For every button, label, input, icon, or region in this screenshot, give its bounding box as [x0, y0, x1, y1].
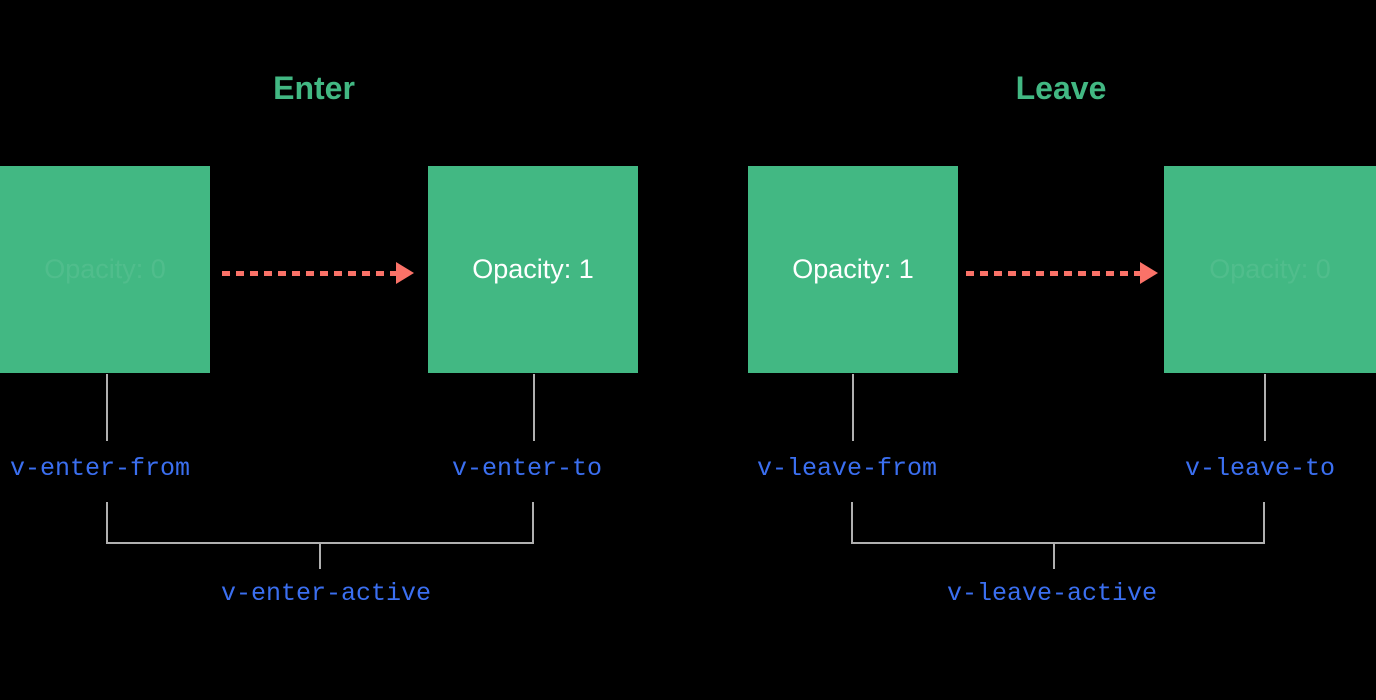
transition-arrow-leave: [966, 262, 1158, 284]
connector-stem-enter-from: [106, 374, 108, 441]
connector-stem-enter-to: [533, 374, 535, 441]
state-box-enter-from: Opacity: 0: [0, 166, 210, 373]
section-title-leave: Leave: [1015, 70, 1107, 106]
class-label-v-leave-to: v-leave-to: [1185, 454, 1336, 483]
arrow-dashed-line-icon: [222, 270, 397, 276]
class-label-v-enter-from: v-enter-from: [10, 454, 191, 483]
class-label-v-enter-active: v-enter-active: [220, 579, 432, 608]
state-box-leave-from-label: Opacity: 1: [792, 254, 914, 284]
connector-stem-leave-active: [1053, 543, 1055, 569]
state-box-leave-from: Opacity: 1: [748, 166, 958, 373]
active-bracket-leave: [851, 502, 1265, 544]
arrow-dashed-line-icon: [966, 270, 1141, 276]
state-box-leave-to-label: Opacity: 0: [1209, 254, 1331, 284]
state-box-enter-to: Opacity: 1: [428, 166, 638, 373]
connector-stem-leave-from: [852, 374, 854, 441]
class-label-v-enter-to: v-enter-to: [452, 454, 603, 483]
connector-stem-enter-active: [319, 543, 321, 569]
state-box-enter-from-label: Opacity: 0: [44, 254, 166, 284]
active-bracket-enter: [106, 502, 534, 544]
connector-stem-leave-to: [1264, 374, 1266, 441]
state-box-leave-to: Opacity: 0: [1164, 166, 1376, 373]
arrow-head-icon: [396, 262, 414, 284]
state-box-enter-to-label: Opacity: 1: [472, 254, 594, 284]
class-label-v-leave-active: v-leave-active: [946, 579, 1158, 608]
transition-arrow-enter: [222, 262, 414, 284]
arrow-head-icon: [1140, 262, 1158, 284]
class-label-v-leave-from: v-leave-from: [757, 454, 938, 483]
section-title-enter: Enter: [273, 70, 355, 106]
